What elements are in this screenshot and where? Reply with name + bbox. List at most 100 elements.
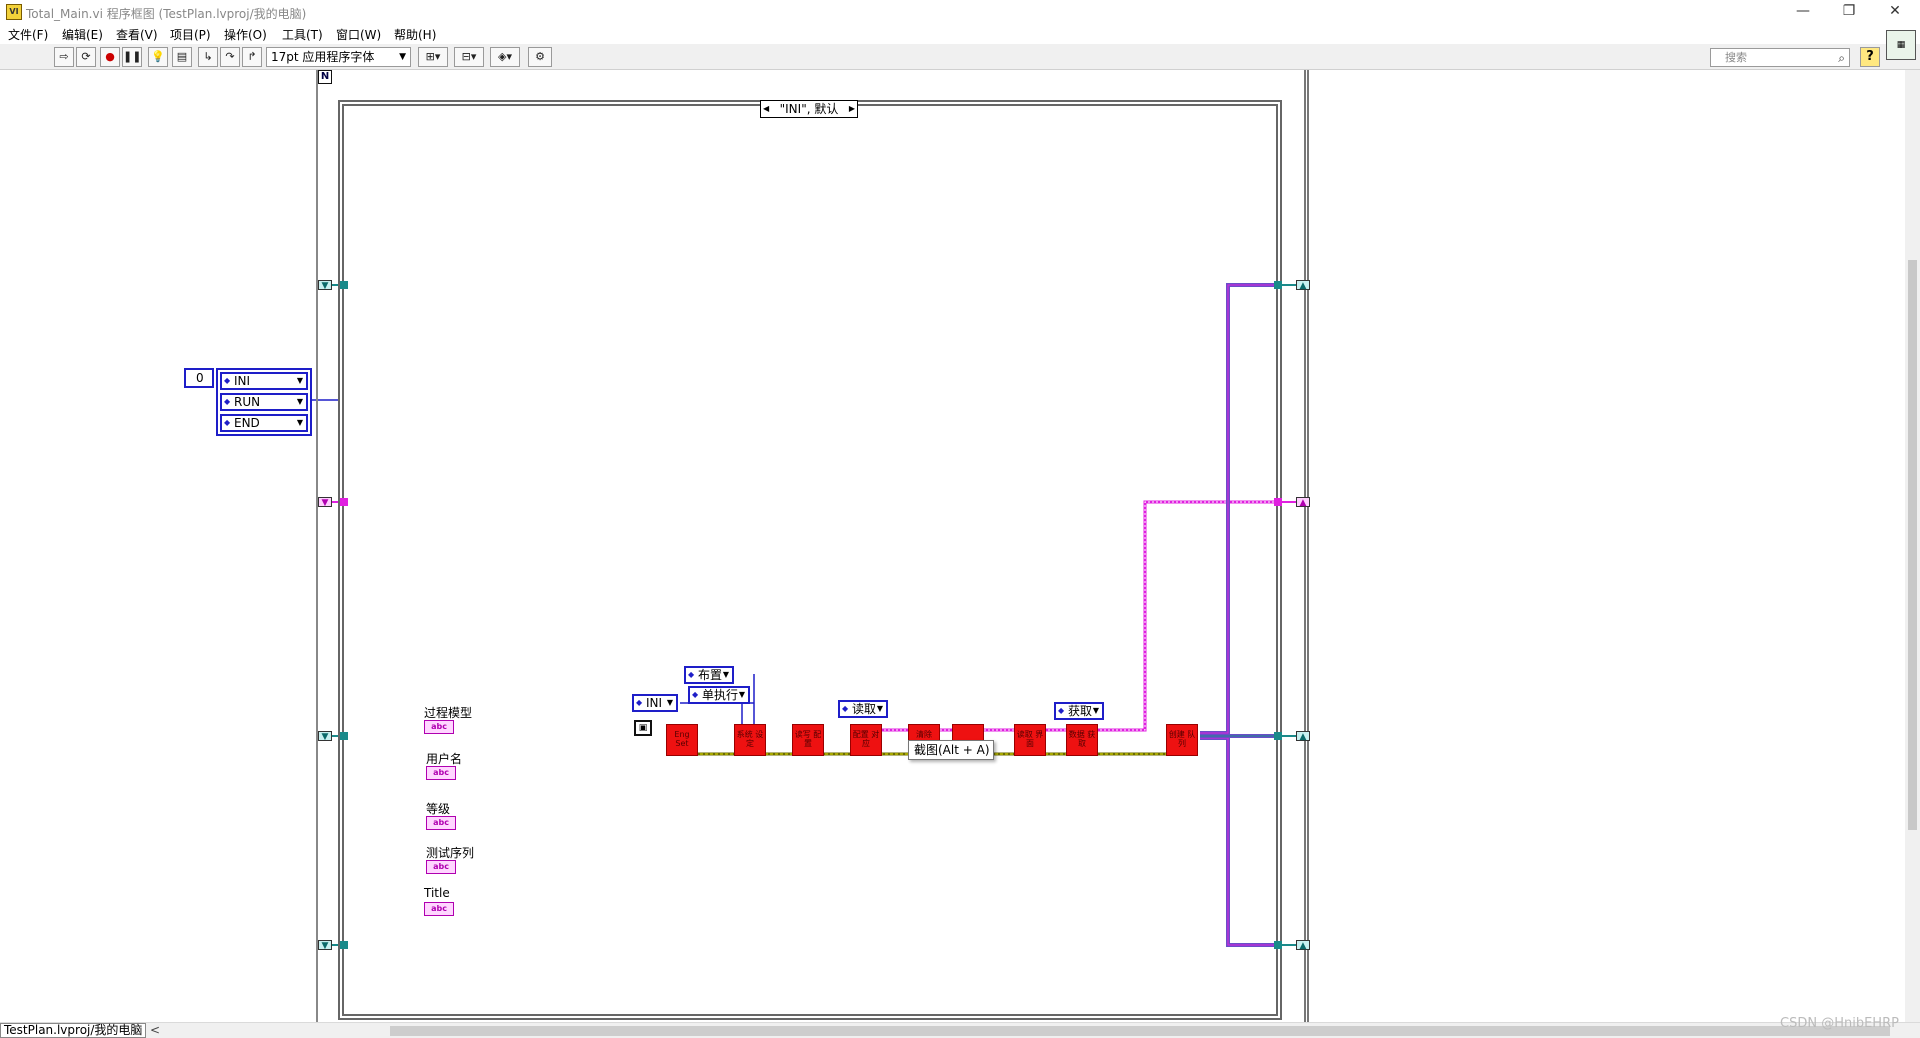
menu-window[interactable]: 窗口(W) — [336, 28, 382, 42]
loop-count-terminal[interactable]: N — [318, 70, 332, 84]
enum-array-element-ini[interactable]: INI▼ — [220, 372, 308, 390]
font-selector-value: 17pt 应用程序字体 — [271, 50, 375, 64]
menu-tools[interactable]: 工具(T) — [282, 28, 323, 42]
menu-operate[interactable]: 操作(O) — [224, 28, 267, 42]
for-loop-left-edge[interactable] — [316, 70, 318, 1022]
string-constant-level[interactable]: abc — [426, 816, 456, 830]
menu-bar: 文件(F) 编辑(E) 查看(V) 项目(P) 操作(O) 工具(T) 窗口(W… — [0, 24, 1920, 44]
case-prev-icon[interactable]: ◀ — [763, 104, 770, 113]
enum-constant-single-exec-label: 单执行 — [702, 688, 739, 702]
step-into-icon[interactable]: ↳ — [198, 47, 218, 67]
tunnel-right-4[interactable] — [1274, 941, 1282, 949]
title-bar: VI Total_Main.vi 程序框图 (TestPlan.lvproj/我… — [0, 0, 1920, 24]
close-button[interactable]: ✕ — [1889, 3, 1901, 19]
shift-register-left-4[interactable]: ▼ — [318, 940, 332, 951]
run-continuously-icon[interactable]: ⟳ — [76, 47, 96, 67]
subvi-read-ui[interactable]: 读取 界面 — [1014, 724, 1046, 756]
menu-project[interactable]: 项目(P) — [170, 28, 211, 42]
label-level: 等级 — [426, 802, 451, 816]
tunnel-right-2[interactable] — [1274, 498, 1282, 506]
enum-array-element-end[interactable]: END▼ — [220, 414, 308, 432]
string-constant-username[interactable]: abc — [426, 766, 456, 780]
abort-icon[interactable]: ● — [100, 47, 120, 67]
subvi-config-map[interactable]: 配置 对应 — [850, 724, 882, 756]
shift-register-right-4[interactable]: ▲ — [1296, 940, 1310, 951]
case-selector-label[interactable]: ◀ "INI", 默认 ▶ — [760, 100, 858, 118]
search-icon[interactable]: ⌕ — [1838, 51, 1845, 65]
vertical-scrollbar[interactable] — [1905, 70, 1920, 1022]
tunnel-right-1[interactable] — [1274, 281, 1282, 289]
shift-register-right-3[interactable]: ▲ — [1296, 731, 1310, 742]
context-help-button[interactable]: ? — [1860, 47, 1880, 67]
enum-array-element-run[interactable]: RUN▼ — [220, 393, 308, 411]
screenshot-tooltip: 截图(Alt + A) — [908, 740, 994, 760]
case-next-icon[interactable]: ▶ — [848, 104, 855, 113]
enum-constant-single-exec[interactable]: 单执行▼ — [688, 686, 750, 704]
menu-view[interactable]: 查看(V) — [116, 28, 158, 42]
pause-icon[interactable]: ❚❚ — [122, 47, 142, 67]
reference-constant-icon[interactable]: ▣ — [634, 720, 652, 736]
menu-help[interactable]: 帮助(H) — [394, 28, 437, 42]
horizontal-scrollbar[interactable]: TestPlan.lvproj/我的电脑 < — [0, 1022, 1920, 1038]
reorder-icon[interactable]: ◈▾ — [490, 47, 520, 67]
tunnel-left-2[interactable] — [340, 498, 348, 506]
enum-array-element-ini-label: INI — [234, 374, 251, 388]
enum-constant-layout[interactable]: 布置▼ — [684, 666, 734, 684]
csdn-watermark: CSDN @HnibEHRP — [1780, 1016, 1899, 1031]
toolbar: ⇨ ⟳ ● ❚❚ 💡 ▤ ↳ ↷ ↱ 17pt 应用程序字体 ▼ ⊞▾ ⊟▾ ◈… — [0, 44, 1920, 70]
block-diagram-canvas[interactable]: N ◀ "INI", 默认 ▶ ▼ ▼ ▼ ▼ ▲ ▲ ▲ ▲ 0 INI▼ R… — [0, 70, 1905, 1022]
search-placeholder: 搜索 — [1725, 51, 1747, 64]
tunnel-left-1[interactable] — [340, 281, 348, 289]
label-username: 用户名 — [426, 752, 463, 766]
cleanup-diagram-icon[interactable]: ⚙ — [528, 47, 552, 67]
labview-app-icon: VI — [6, 4, 22, 20]
align-objects-icon[interactable]: ⊞▾ — [418, 47, 448, 67]
string-constant-title[interactable]: abc — [424, 902, 454, 916]
label-process-model: 过程模型 — [424, 706, 473, 720]
step-out-icon[interactable]: ↱ — [242, 47, 262, 67]
enum-constant-read-label: 读取 — [852, 702, 877, 716]
step-over-icon[interactable]: ↷ — [220, 47, 240, 67]
shift-register-left-1[interactable]: ▼ — [318, 280, 332, 291]
string-constant-test-sequence[interactable]: abc — [426, 860, 456, 874]
string-constant-process-model[interactable]: abc — [424, 720, 454, 734]
subvi-create-queue[interactable]: 创建 队列 — [1166, 724, 1198, 756]
project-path-status[interactable]: TestPlan.lvproj/我的电脑 — [0, 1023, 147, 1038]
tunnel-left-4[interactable] — [340, 941, 348, 949]
shift-register-left-2[interactable]: ▼ — [318, 497, 332, 508]
array-index-display[interactable]: 0 — [184, 368, 214, 388]
search-input[interactable]: 搜索 ⌕ — [1710, 48, 1850, 67]
chevron-left-icon[interactable]: < — [150, 1023, 161, 1037]
retain-wire-values-icon[interactable]: ▤ — [172, 47, 192, 67]
horizontal-scrollbar-thumb[interactable] — [390, 1026, 1890, 1036]
font-selector[interactable]: 17pt 应用程序字体 ▼ — [266, 47, 411, 67]
enum-constant-get[interactable]: 获取▼ — [1054, 702, 1104, 720]
label-title: Title — [424, 886, 450, 900]
tunnel-left-3[interactable] — [340, 732, 348, 740]
highlight-execution-icon[interactable]: 💡 — [148, 47, 168, 67]
restore-button[interactable]: ❐ — [1842, 3, 1856, 19]
vertical-scrollbar-thumb[interactable] — [1908, 260, 1917, 830]
minimize-button[interactable]: — — [1796, 3, 1810, 19]
distribute-objects-icon[interactable]: ⊟▾ — [454, 47, 484, 67]
enum-constant-read[interactable]: 读取▼ — [838, 700, 888, 718]
enum-constant-ini[interactable]: INI▼ — [632, 694, 678, 712]
subvi-read-write-config[interactable]: 读写 配置 — [792, 724, 824, 756]
menu-edit[interactable]: 编辑(E) — [62, 28, 103, 42]
shift-register-right-1[interactable]: ▲ — [1296, 280, 1310, 291]
shift-register-left-3[interactable]: ▼ — [318, 731, 332, 742]
vi-connector-icon[interactable]: ▦ — [1886, 30, 1916, 60]
enum-constant-ini-label: INI — [646, 696, 663, 710]
tunnel-right-3[interactable] — [1274, 732, 1282, 740]
case-structure[interactable] — [338, 100, 1282, 1020]
for-loop-right-edge[interactable] — [1304, 70, 1309, 1022]
label-test-sequence: 测试序列 — [426, 846, 475, 860]
menu-file[interactable]: 文件(F) — [8, 28, 49, 42]
subvi-system-setup[interactable]: 系统 设定 — [734, 724, 766, 756]
run-arrow-icon[interactable]: ⇨ — [54, 47, 74, 67]
enum-array-constant[interactable]: INI▼ RUN▼ END▼ — [216, 368, 312, 436]
subvi-get-data[interactable]: 数据 获取 — [1066, 724, 1098, 756]
case-selector-value: "INI", 默认 — [779, 102, 839, 116]
shift-register-right-2[interactable]: ▲ — [1296, 497, 1310, 508]
subvi-eng-set[interactable]: Eng Set — [666, 724, 698, 756]
